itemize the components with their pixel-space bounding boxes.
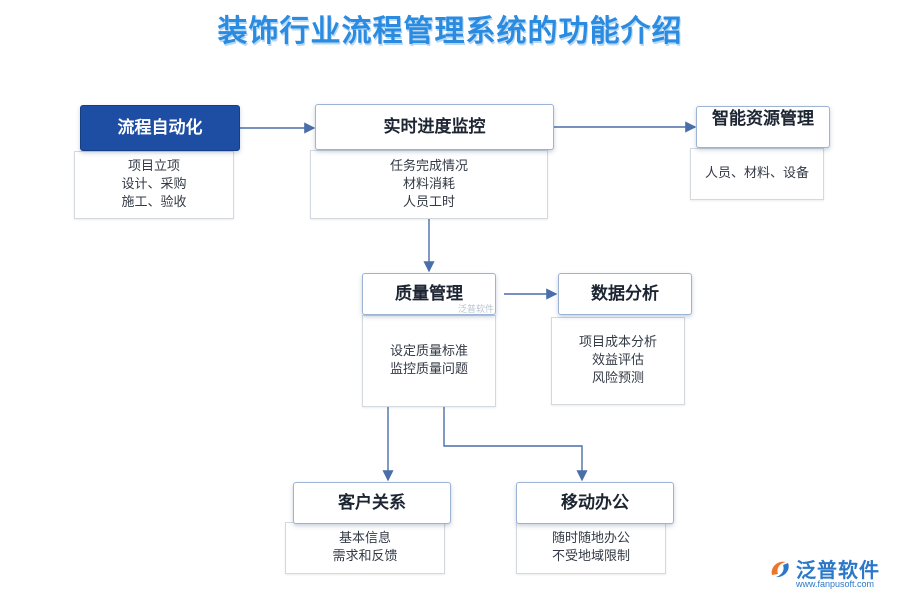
- logo-swirl-icon: [771, 561, 789, 578]
- node-mobile-office: 移动办公: [516, 482, 674, 524]
- detail-customer-relations: 基本信息 需求和反馈: [285, 522, 445, 574]
- detail-item: 风险预测: [591, 371, 644, 386]
- inline-watermark: 泛普软件: [458, 305, 495, 315]
- detail-item: 监控质量问题: [389, 362, 468, 377]
- node-label: 移动办公: [561, 493, 629, 513]
- detail-process-automation: 项目立项 设计、采购 施工、验收: [74, 151, 234, 219]
- detail-item: 材料消耗: [402, 176, 455, 192]
- detail-item: 项目立项: [127, 159, 180, 174]
- detail-item: 设定质量标准: [389, 344, 468, 359]
- detail-resource-management: 人员、材料、设备: [690, 148, 824, 200]
- node-label: 实时进度监控: [383, 117, 486, 137]
- detail-item: 施工、验收: [121, 195, 187, 210]
- node-label: 智能资源管理: [712, 109, 814, 129]
- node-progress-monitoring: 实时进度监控: [315, 104, 554, 150]
- node-data-analysis: 数据分析: [558, 273, 692, 315]
- detail-item: 人员工时: [402, 194, 455, 210]
- node-customer-relations: 客户关系: [293, 482, 451, 524]
- node-label: 数据分析: [591, 284, 659, 304]
- node-process-automation: 流程自动化: [80, 105, 240, 151]
- logo-name: 泛普软件: [796, 558, 880, 582]
- node-label: 客户关系: [338, 493, 406, 513]
- detail-item: 任务完成情况: [389, 158, 468, 174]
- detail-item: 需求和反馈: [332, 549, 398, 564]
- detail-item: 不受地域限制: [551, 549, 630, 564]
- node-label: 流程自动化: [117, 118, 203, 138]
- node-label: 质量管理: [395, 284, 463, 304]
- page-title: 装饰行业流程管理系统的功能介绍: [217, 14, 683, 49]
- detail-item: 人员、材料、设备: [704, 166, 809, 181]
- detail-quality-management: 设定质量标准 监控质量问题: [362, 315, 496, 407]
- detail-progress-monitoring: 任务完成情况 材料消耗 人员工时: [310, 150, 548, 219]
- detail-item: 效益评估: [591, 353, 644, 368]
- brand-logo: 泛普软件 www.fanpusoft.com: [768, 554, 888, 590]
- detail-data-analysis: 项目成本分析 效益评估 风险预测: [551, 317, 685, 405]
- detail-item: 基本信息: [338, 531, 391, 546]
- detail-item: 设计、采购: [121, 177, 187, 192]
- node-quality-management: 质量管理: [362, 273, 496, 315]
- logo-url: www.fanpusoft.com: [796, 579, 875, 589]
- detail-item: 项目成本分析: [578, 335, 657, 350]
- node-resource-management: 智能资源管理: [696, 106, 830, 148]
- detail-item: 随时随地办公: [551, 531, 630, 546]
- detail-mobile-office: 随时随地办公 不受地域限制: [516, 522, 666, 574]
- arrow-quality-to-mobile: [443, 407, 588, 482]
